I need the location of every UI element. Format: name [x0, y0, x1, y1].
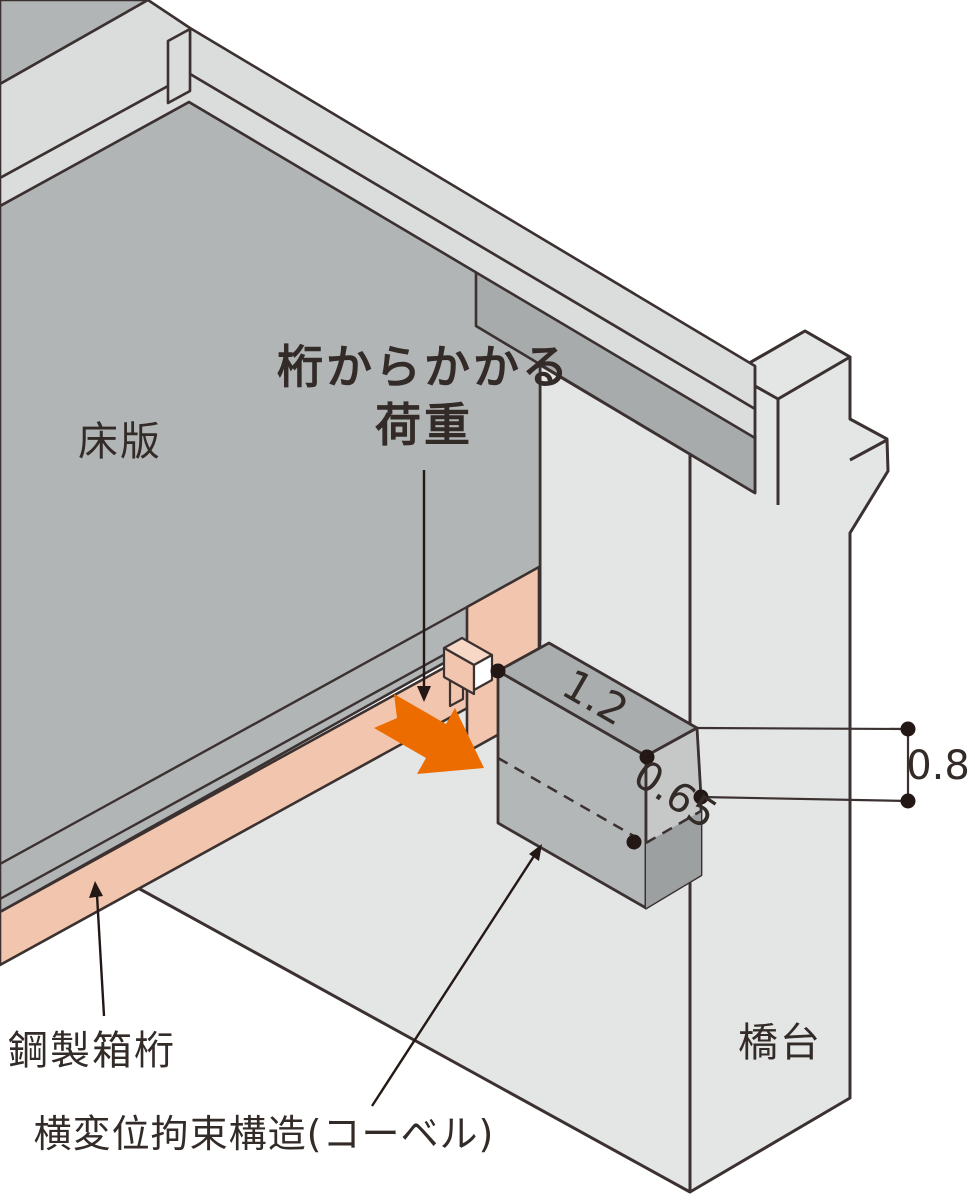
abutment-ledge-fold [849, 438, 888, 462]
dot-corbel-top-left [490, 663, 506, 679]
corbel-label-arrowhead-icon [529, 844, 542, 861]
load-label-arrowhead-icon [417, 686, 431, 702]
label-corbel: 横変位拘束構造(コーベル) [34, 1112, 495, 1156]
corbel-block [496, 641, 703, 910]
bracket-front-face [442, 646, 476, 696]
girder-stopper-bracket [442, 636, 494, 708]
dim-abutment-gap: 0.8 [906, 743, 970, 789]
corbel-hidden-edge-end [645, 809, 702, 845]
dim08-leader-bottom [700, 795, 909, 803]
dimension-dots [490, 663, 916, 850]
load-direction-arrow [374, 694, 484, 774]
leader-arrows [89, 470, 542, 1107]
corbel-end-face-shadow [646, 811, 701, 908]
dot-corbel-hidden-corner [626, 834, 642, 850]
girder-flange-line-upper [0, 605, 468, 866]
girder-label-arrowhead-icon [89, 881, 103, 898]
corbel-hidden-edge-front [497, 756, 647, 845]
label-deck: 床版 [78, 419, 162, 465]
dot-corbel-top-right [639, 749, 655, 765]
girder-flange-line-lower [0, 640, 468, 901]
dot-dim08-top [900, 721, 916, 737]
label-girder: 鋼製箱桁 [8, 1028, 176, 1074]
abutment-parapet-top-face [730, 329, 852, 401]
label-abutment: 橋台 [738, 1020, 822, 1066]
dot-dim08-bottom [900, 793, 916, 809]
deck-assembly [0, 0, 757, 914]
corbel-label-leader [370, 852, 538, 1107]
curb-end-face [166, 27, 192, 105]
label-load-line2: 荷重 [375, 398, 473, 452]
dim08-leader-top [696, 726, 909, 731]
bracket-notch-face [472, 653, 494, 692]
girder-label-leader [95, 894, 106, 1017]
dimension-lines [696, 726, 910, 803]
label-load-line1: 桁からかかる [277, 340, 571, 394]
dot-corbel-end-lower [693, 789, 709, 805]
